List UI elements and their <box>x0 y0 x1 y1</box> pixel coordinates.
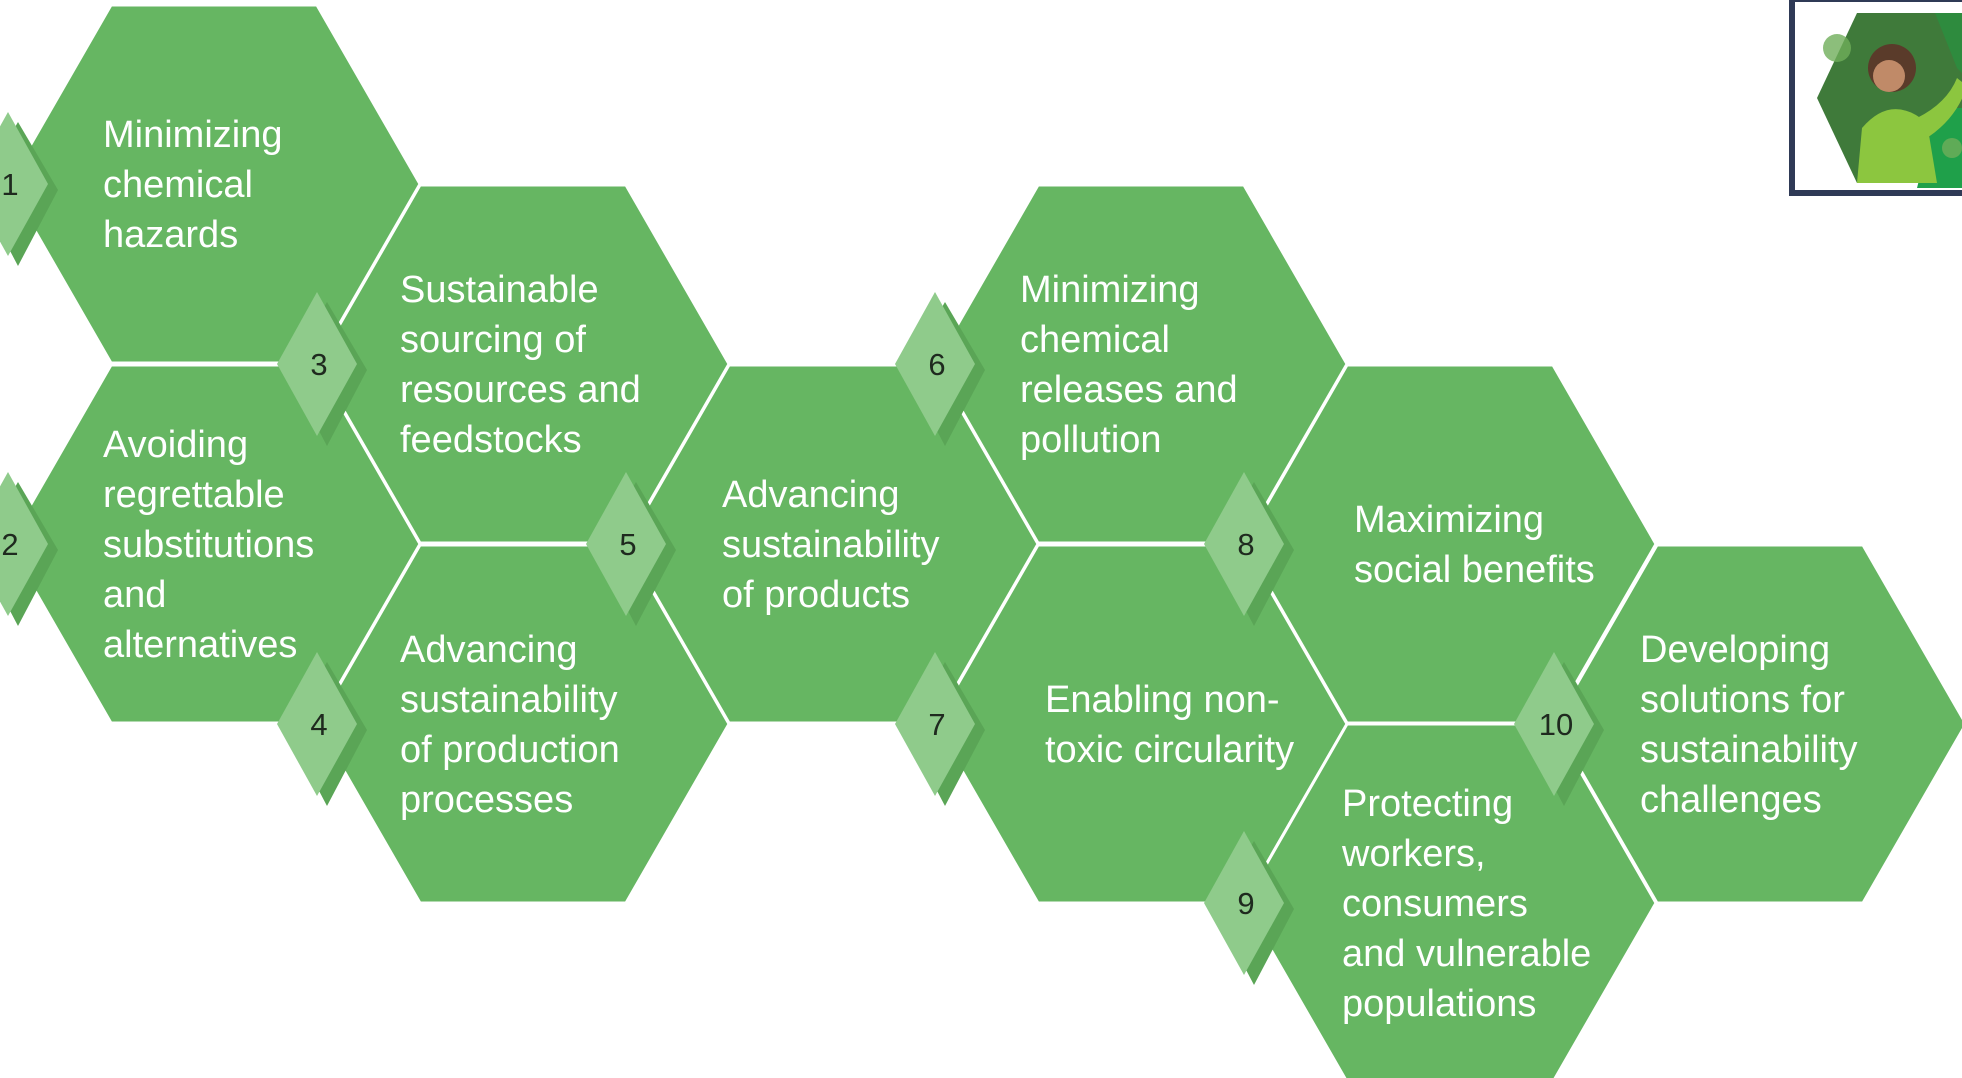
child-photo-icon <box>1817 13 1962 188</box>
number-label-4: 4 <box>310 707 327 742</box>
number-label-7: 7 <box>928 707 945 742</box>
hexagon-2-label-line: regrettable <box>103 474 285 516</box>
hexagon-10-label-line: solutions for <box>1640 679 1845 721</box>
hexagon-1-label-line: Minimizing <box>103 114 282 156</box>
hexagon-2-label-line: alternatives <box>103 624 297 666</box>
hexagon-2-label-line: Avoiding <box>103 424 248 466</box>
hexagon-3-label-line: feedstocks <box>400 419 582 461</box>
hexagon-6-label-line: releases and <box>1020 369 1238 411</box>
hexagon-4-label-line: processes <box>400 779 573 821</box>
hexagon-6-label-line: pollution <box>1020 419 1162 461</box>
number-badge-4 <box>277 652 357 796</box>
hexagon-3-label-line: resources and <box>400 369 641 411</box>
hexagon-10-label-line: challenges <box>1640 779 1822 821</box>
number-badge-6 <box>895 292 975 436</box>
hexagon-2-label-line: and <box>103 574 166 616</box>
hexagon-8-label-line: social benefits <box>1354 549 1595 591</box>
hexagon-6-label-line: Minimizing <box>1020 269 1199 311</box>
number-label-6: 6 <box>928 347 945 382</box>
hexagon-7-label-line: Enabling non- <box>1045 679 1280 721</box>
hexagon-1-label-line: hazards <box>103 214 238 256</box>
hexagon-6 <box>935 185 1347 543</box>
number-label-8: 8 <box>1237 527 1254 562</box>
hexagon-1-label-line: chemical <box>103 164 253 206</box>
hexagon-4-label-line: of production <box>400 729 620 771</box>
hexagon-5 <box>626 365 1038 723</box>
hexagon-1 <box>8 5 420 363</box>
hexagon-9-label-line: and vulnerable <box>1342 933 1591 975</box>
video-thumbnail[interactable] <box>1789 0 1962 196</box>
number-label-5: 5 <box>619 527 636 562</box>
hexagon-9-label-line: workers, <box>1341 833 1486 875</box>
hexagon-6-label-line: chemical <box>1020 319 1170 361</box>
hexagon-2 <box>8 365 420 723</box>
hexagon-7 <box>935 545 1347 903</box>
hexagon-8 <box>1244 365 1656 723</box>
hexagon-4-label-line: sustainability <box>400 679 618 721</box>
hexagon-4-label-line: Advancing <box>400 629 577 671</box>
hexagon-2-label-line: substitutions <box>103 524 314 566</box>
hexagon-10 <box>1554 545 1962 903</box>
hexagon-9-label-line: consumers <box>1342 883 1528 925</box>
number-badge-10 <box>1514 652 1594 796</box>
hexagon-3 <box>317 185 729 543</box>
hexagon-9 <box>1244 724 1656 1078</box>
number-label-2: 2 <box>1 527 18 562</box>
hexagon-9-label-line: populations <box>1342 983 1536 1025</box>
number-label-1: 1 <box>1 167 18 202</box>
number-badge-3 <box>277 292 357 436</box>
hexagon-5-label-line: of products <box>722 574 910 616</box>
number-badge-5 <box>586 472 666 616</box>
hexagon-5-label-line: Advancing <box>722 474 899 516</box>
number-label-10: 10 <box>1539 707 1573 742</box>
hexagon-7-label-line: toxic circularity <box>1045 729 1294 771</box>
number-badge-2 <box>0 472 48 616</box>
hexagon-4 <box>317 545 729 903</box>
hexagon-3-label-line: sourcing of <box>400 319 586 361</box>
number-badge-7 <box>895 652 975 796</box>
hexagon-8-label-line: Maximizing <box>1354 499 1544 541</box>
number-badge-8 <box>1204 472 1284 616</box>
number-label-3: 3 <box>310 347 327 382</box>
hexagon-10-label-line: Developing <box>1640 629 1830 671</box>
hexagon-9-label-line: Protecting <box>1342 783 1513 825</box>
hexagon-3-label-line: Sustainable <box>400 269 599 311</box>
number-badge-1 <box>0 112 48 256</box>
hexagon-5-label-line: sustainability <box>722 524 940 566</box>
number-label-9: 9 <box>1237 886 1254 921</box>
number-badge-9 <box>1204 831 1284 975</box>
hexagon-10-label-line: sustainability <box>1640 729 1858 771</box>
